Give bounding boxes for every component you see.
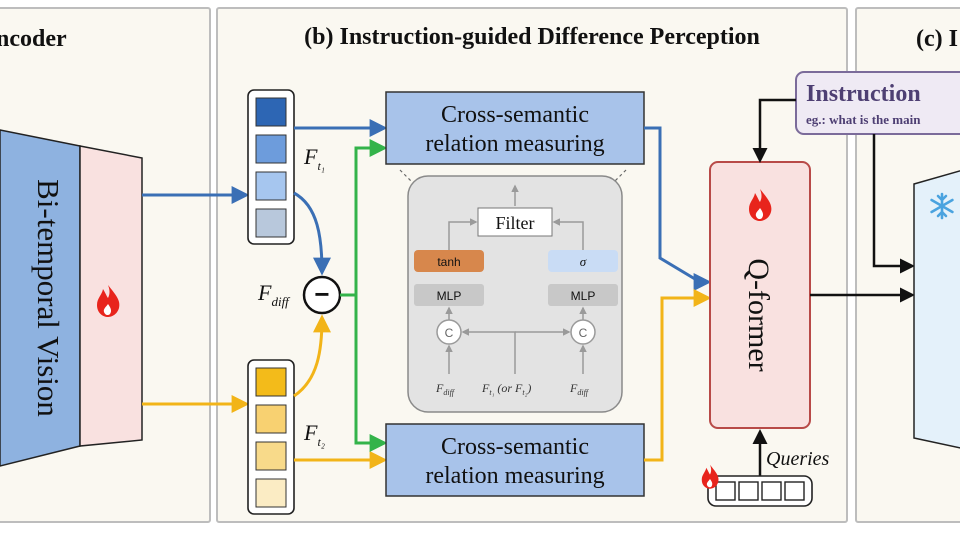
f1-token xyxy=(255,97,287,127)
arrow-instruction-to-qformer xyxy=(752,98,796,163)
arrow-tanh-to-filter xyxy=(448,218,478,250)
arrow-diff-to-csrm-top xyxy=(354,139,388,295)
f2-label: Ft₂ xyxy=(303,420,325,449)
f2-token-stack xyxy=(247,359,295,515)
f1-token xyxy=(255,134,287,164)
detail-input-mid: Ft₁ (or Ft₂) xyxy=(481,381,531,397)
minus-symbol: − xyxy=(314,279,329,309)
llm-block xyxy=(913,170,960,449)
filter-box xyxy=(477,207,553,237)
panel-c-title: (c) I xyxy=(916,26,958,52)
query-token xyxy=(715,481,736,501)
instruction-example: eg.: what is the main xyxy=(806,112,921,127)
filter-label: Filter xyxy=(496,213,535,233)
tanh-label: tanh xyxy=(437,255,460,269)
arrow-csrm-bottom-to-qformer xyxy=(644,289,712,462)
csrm-top-line1: Cross-semantic xyxy=(441,102,589,128)
arrow-instruction-to-llm xyxy=(872,134,915,274)
f2-token xyxy=(255,441,287,471)
arrow-diff-to-csrm-bottom xyxy=(354,295,388,452)
snowflake-icon xyxy=(930,192,954,220)
f1-label: Ft₁ xyxy=(303,144,325,173)
queries-label: Queries xyxy=(766,448,830,470)
sigma-box xyxy=(548,250,618,272)
csrm-bottom-line2: relation measuring xyxy=(425,463,604,489)
detail-input-left: Fdiff xyxy=(435,381,456,397)
tanh-box xyxy=(414,250,484,272)
query-token xyxy=(784,481,805,501)
query-token xyxy=(738,481,759,501)
f2-token xyxy=(255,478,287,508)
csrm-top-line2: relation measuring xyxy=(425,131,604,157)
f2-token xyxy=(255,367,287,397)
csrm-bottom-line1: Cross-semantic xyxy=(441,434,589,460)
detail-input-right: Fdiff xyxy=(569,381,590,397)
f2-token xyxy=(255,404,287,434)
f1-token-stack xyxy=(247,89,295,245)
encoder-label: Bi-temporal Vision xyxy=(31,179,66,417)
qformer-label: Q-former xyxy=(742,258,775,371)
arrow-csrm-top-to-qformer xyxy=(644,126,712,291)
panel-b-title: (b) Instruction-guided Difference Percep… xyxy=(304,24,760,50)
csrm-bottom xyxy=(385,423,645,497)
mlp-right-label: MLP xyxy=(571,289,596,303)
mlp-right-box xyxy=(548,284,618,306)
sigma-label: σ xyxy=(580,254,587,269)
mlp-left-box xyxy=(414,284,484,306)
fdiff-label: Fdiff xyxy=(257,280,291,309)
f1-token xyxy=(255,171,287,201)
panel-a-title: ncoder xyxy=(0,26,67,52)
arrow-f1-to-minus xyxy=(293,191,331,276)
instruction-box xyxy=(795,71,960,135)
arrow-sigma-to-filter xyxy=(552,218,584,250)
concat-right-label: C xyxy=(579,326,588,340)
arrow-f2-to-minus xyxy=(293,314,331,398)
mlp-left-label: MLP xyxy=(437,289,462,303)
f1-token xyxy=(255,208,287,238)
csrm-detail xyxy=(407,175,623,413)
concat-left-label: C xyxy=(445,326,454,340)
instruction-title: Instruction xyxy=(806,81,921,107)
csrm-top xyxy=(385,91,645,165)
query-token xyxy=(761,481,782,501)
